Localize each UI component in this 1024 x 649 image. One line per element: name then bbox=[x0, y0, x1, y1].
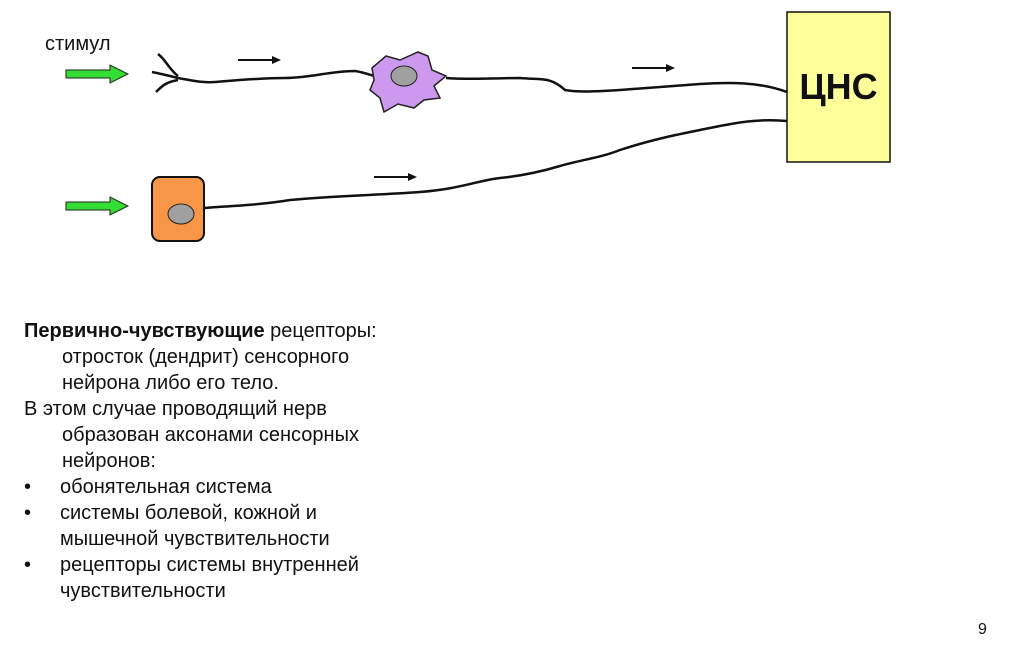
direction-arrow-2 bbox=[632, 64, 675, 72]
bullet-dot: • bbox=[24, 502, 32, 524]
bullet-text-line-1: рецепторы системы внутренней bbox=[60, 554, 359, 576]
stimulus-arrow-bottom bbox=[65, 196, 130, 216]
bullet-text: обонятельная система bbox=[60, 476, 272, 498]
cns-label: ЦНС bbox=[799, 66, 878, 107]
para2-line-1: В этом случае проводящий нерв bbox=[24, 398, 327, 420]
bullet-text-line-2: чувствительности bbox=[60, 580, 226, 602]
bullet-text: системы болевой, кожной и мышечной чувств… bbox=[60, 500, 330, 552]
heading-rest: рецепторы: bbox=[264, 320, 377, 342]
dendrite-branches bbox=[151, 53, 179, 93]
sensory-axon-top bbox=[445, 76, 788, 94]
heading-line-3: нейрона либо его тело. bbox=[62, 372, 279, 394]
bullet-item-1: • обонятельная система bbox=[24, 474, 464, 500]
heading-line-1: Первично-чувствующие рецепторы: bbox=[24, 318, 464, 344]
bullet-text-line-1: системы болевой, кожной и bbox=[60, 502, 317, 524]
para2-line-3: нейронов: bbox=[62, 450, 156, 472]
description-text: Первично-чувствующие рецепторы: отросток… bbox=[24, 318, 464, 604]
bullet-item-2: • системы болевой, кожной и мышечной чувс… bbox=[24, 500, 464, 552]
heading-bold: Первично-чувствующие bbox=[24, 320, 265, 342]
direction-arrow-1 bbox=[238, 56, 281, 64]
para2-line-2: образован аксонами сенсорных bbox=[62, 424, 359, 446]
bullet-text-line-2: мышечной чувствительности bbox=[60, 528, 330, 550]
sensory-dendrite-fiber bbox=[177, 69, 375, 84]
bullet-dot: • bbox=[24, 554, 32, 576]
bullet-text: рецепторы системы внутренней чувствительн… bbox=[60, 552, 359, 604]
page-number: 9 bbox=[978, 621, 987, 638]
sensory-axon-bottom bbox=[203, 118, 788, 210]
stimulus-label: стимул bbox=[45, 33, 111, 55]
bullet-item-3: • рецепторы системы внутренней чувствител… bbox=[24, 552, 464, 604]
bullet-dot: • bbox=[24, 476, 32, 498]
stimulus-arrow-top bbox=[65, 64, 130, 84]
sensory-neuron-nucleus bbox=[390, 65, 418, 87]
heading-line-2: отросток (дендрит) сенсорного bbox=[62, 346, 350, 368]
cns-box bbox=[786, 11, 891, 163]
receptor-cell-nucleus bbox=[167, 203, 195, 225]
direction-arrow-3 bbox=[374, 173, 417, 181]
